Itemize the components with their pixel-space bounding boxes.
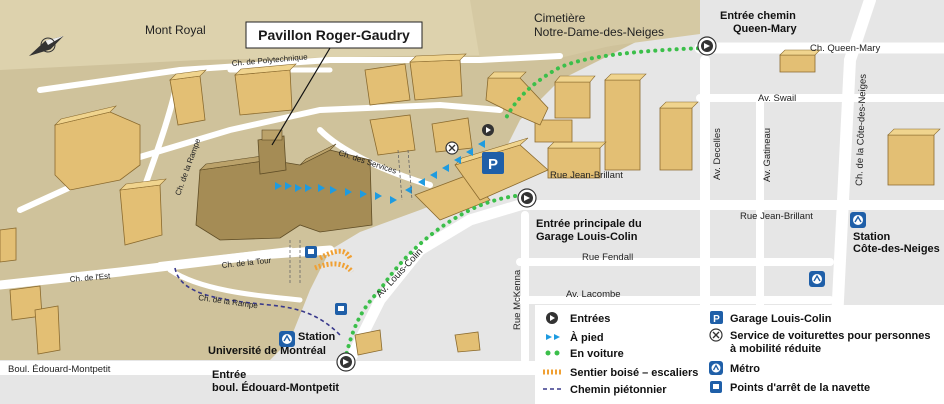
street-queen-mary: Ch. Queen-Mary xyxy=(810,43,880,54)
legend-garage-letter: P xyxy=(713,314,720,325)
cemetery-area xyxy=(470,0,700,60)
legend-voiturettes-icon xyxy=(709,328,723,342)
label-entrance-montpetit-1: Entrée xyxy=(212,369,246,381)
legend-metro-icon xyxy=(709,361,723,375)
legend-sentier-label: Sentier boisé – escaliers xyxy=(570,367,698,379)
label-mont-royal: Mont Royal xyxy=(145,23,206,37)
label-station-udm-1: Station xyxy=(298,331,336,343)
legend-entrees-label: Entrées xyxy=(570,313,610,325)
entrance-icon-main[interactable] xyxy=(517,188,537,208)
label-entrance-montpetit-2: boul. Édouard-Montpetit xyxy=(212,381,339,394)
legend-en-voiture-icon xyxy=(545,350,560,356)
street-edouard-montpetit: Boul. Édouard-Montpetit xyxy=(8,364,111,375)
metro-icon-cdn xyxy=(850,212,866,228)
campus-buildings xyxy=(0,53,491,355)
street-lacombe: Av. Lacombe xyxy=(566,289,621,300)
parking-icon-letter: P xyxy=(488,156,498,173)
street-swail: Av. Swail xyxy=(758,93,796,104)
label-entrance-main-1: Entrée principale du xyxy=(536,218,642,230)
entrance-icon-queen-mary[interactable] xyxy=(697,36,717,56)
street-mckenna: Rue McKenna xyxy=(512,269,523,330)
legend-navette-icon xyxy=(710,381,722,393)
walk-route xyxy=(275,140,485,204)
parking-icon[interactable]: P xyxy=(482,152,504,174)
entrance-icon-campus[interactable] xyxy=(482,124,494,136)
legend-voiturettes-label-1: Service de voiturettes pour personnes xyxy=(730,330,931,342)
page-title: Pavillon Roger-Gaudry xyxy=(258,27,410,43)
legend-en-voiture-label: En voiture xyxy=(570,348,624,360)
metro-icon-udm xyxy=(279,331,295,347)
car-route-montpetit xyxy=(343,193,527,362)
street-cote-des-neiges: Ch. de la Côte-des-Neiges xyxy=(854,74,869,187)
label-station-udm-2: Université de Montréal xyxy=(208,345,326,357)
legend-voiturettes-label-2: à mobilité réduite xyxy=(730,343,821,355)
title-callout: Pavillon Roger-Gaudry xyxy=(245,21,423,146)
legend: Entrées À pied En voiture Sentier boisé … xyxy=(535,305,944,404)
metro-icon-east xyxy=(809,271,825,287)
label-entrance-queen-mary-2: Queen-Mary xyxy=(733,23,797,35)
street-ch-est: Ch. de l'Est xyxy=(69,271,111,284)
label-cemetery-line1: Cimetière xyxy=(534,11,586,25)
street-fendall: Rue Fendall xyxy=(582,252,633,263)
legend-a-pied-label: À pied xyxy=(570,331,604,344)
street-jean-brillant-1: Rue Jean-Brillant xyxy=(550,170,623,181)
internal-paths xyxy=(289,149,413,285)
shuttle-stop-icon-2 xyxy=(335,303,347,315)
label-entrance-main-2: Garage Louis-Colin xyxy=(536,231,638,243)
legend-garage-icon: P xyxy=(710,311,723,325)
sentier-boise xyxy=(314,248,355,274)
voiturette-icon xyxy=(445,141,459,155)
legend-a-pied-icon xyxy=(546,334,560,340)
legend-chemin-label: Chemin piétonnier xyxy=(570,384,667,396)
legend-navette-label: Points d'arrêt de la navette xyxy=(730,382,870,394)
label-station-cdn-1: Station xyxy=(853,231,891,243)
car-route-queen-mary xyxy=(503,46,707,122)
chemin-pietonnier xyxy=(174,267,341,336)
legend-garage-label: Garage Louis-Colin xyxy=(730,313,832,325)
legend-entrees-icon xyxy=(546,312,558,324)
entrance-icon-montpetit[interactable] xyxy=(336,352,356,372)
label-cemetery-line2: Notre-Dame-des-Neiges xyxy=(534,25,664,39)
north-arrow-icon xyxy=(28,36,64,56)
street-decelles: Av. Decelles xyxy=(712,128,723,180)
street-gatineau: Av. Gatineau xyxy=(762,128,773,182)
legend-metro-label: Métro xyxy=(730,363,760,375)
shuttle-stop-icon-1 xyxy=(305,246,317,258)
pavillon-roger-gaudry-building[interactable] xyxy=(195,129,373,241)
street-jean-brillant-2: Rue Jean-Brillant xyxy=(740,211,813,222)
label-entrance-queen-mary-1: Entrée chemin xyxy=(720,10,796,22)
city-buildings xyxy=(354,49,941,356)
label-station-cdn-2: Côte-des-Neiges xyxy=(853,243,940,255)
